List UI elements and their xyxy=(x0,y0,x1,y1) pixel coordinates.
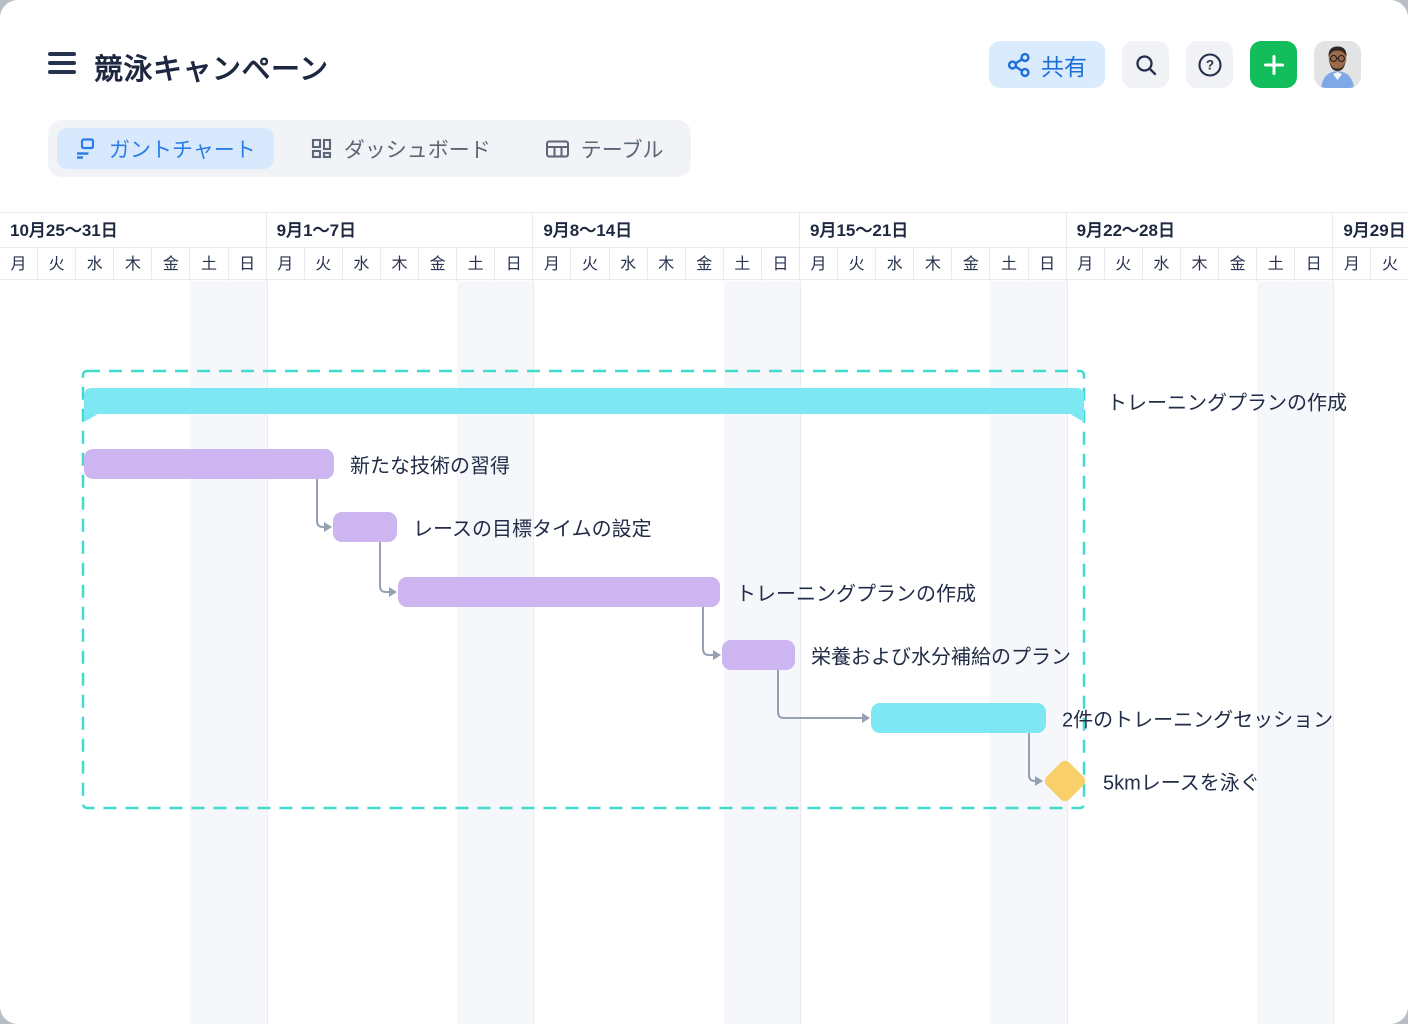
tab-dashboard[interactable]: ダッシュボード xyxy=(292,128,509,169)
day-header-cell: 水 xyxy=(609,247,648,281)
day-header-cell: 木 xyxy=(380,247,420,281)
add-button[interactable] xyxy=(1250,41,1297,88)
day-header-cell: 火 xyxy=(1104,247,1143,281)
day-header-cell: 月 xyxy=(266,247,305,281)
task-bar[interactable] xyxy=(722,640,795,670)
day-header-cell: 月 xyxy=(533,247,572,281)
tab-table[interactable]: テーブル xyxy=(527,128,682,169)
task-bar[interactable] xyxy=(84,449,334,479)
search-button[interactable] xyxy=(1122,41,1169,88)
share-button[interactable]: 共有 xyxy=(989,41,1105,88)
day-header-cell: 日 xyxy=(1028,247,1067,281)
share-button-label: 共有 xyxy=(1041,53,1087,80)
week-header-cell: 9月15〜21日 xyxy=(800,213,1067,247)
day-header-cell: 火 xyxy=(38,247,77,281)
day-header-cell: 土 xyxy=(1257,247,1296,281)
week-header-cell: 10月25〜31日 xyxy=(0,213,267,247)
weekend-band xyxy=(1257,281,1334,1024)
view-tabs: ガントチャート ダッシュボード xyxy=(48,120,691,177)
day-header-cell: 木 xyxy=(914,247,953,281)
week-header-cell: 9月8〜14日 xyxy=(533,213,800,247)
tab-gantt-chart[interactable]: ガントチャート xyxy=(57,128,274,169)
share-icon xyxy=(1007,52,1031,78)
day-header-cell: 日 xyxy=(1295,247,1334,281)
task-bar[interactable] xyxy=(398,577,720,607)
day-header-cell: 月 xyxy=(800,247,839,281)
day-header-cell: 日 xyxy=(228,247,267,281)
day-header-cell: 木 xyxy=(114,247,153,281)
day-header-cell: 火 xyxy=(571,247,610,281)
day-header-cell: 月 xyxy=(0,247,39,281)
week-header-cell: 9月22〜28日 xyxy=(1067,213,1334,247)
day-header-cell: 火 xyxy=(838,247,877,281)
day-header-cell: 月 xyxy=(1333,247,1372,281)
day-header-cell: 土 xyxy=(990,247,1029,281)
day-header-cell: 水 xyxy=(76,247,115,281)
day-header-cell: 水 xyxy=(1142,247,1181,281)
tab-dashboard-label: ダッシュボード xyxy=(343,138,491,162)
day-header-cell: 火 xyxy=(304,247,343,281)
day-header-cell: 水 xyxy=(876,247,915,281)
header-actions: 共有 ? xyxy=(989,41,1361,88)
day-header-cell: 木 xyxy=(1180,247,1220,281)
day-header-cell: 土 xyxy=(457,247,496,281)
day-header-cell: 金 xyxy=(152,247,191,281)
task-bar[interactable] xyxy=(871,703,1046,733)
week-header-cell: 9月29日 xyxy=(1333,213,1408,247)
help-icon: ? xyxy=(1197,52,1223,78)
tab-table-label: テーブル xyxy=(580,138,664,162)
day-header-cell: 木 xyxy=(647,247,686,281)
plus-icon xyxy=(1263,54,1285,76)
svg-text:?: ? xyxy=(1205,57,1213,72)
day-header-cell: 日 xyxy=(495,247,534,281)
day-header-cell: 日 xyxy=(761,247,800,281)
help-button[interactable]: ? xyxy=(1186,41,1233,88)
tab-gantt-label: ガントチャート xyxy=(109,138,256,162)
week-header-cell: 9月1〜7日 xyxy=(267,213,534,247)
avatar[interactable] xyxy=(1314,41,1361,88)
day-header-cell: 月 xyxy=(1066,247,1105,281)
hamburger-menu-icon[interactable] xyxy=(48,52,76,76)
day-header-cell: 火 xyxy=(1371,247,1408,281)
day-header-cell: 土 xyxy=(723,247,762,281)
summary-bar[interactable] xyxy=(84,388,1084,422)
dashboard-icon xyxy=(310,137,333,160)
week-gridline xyxy=(1333,281,1335,1024)
day-header-cell: 土 xyxy=(190,247,229,281)
day-header-cell: 金 xyxy=(685,247,724,281)
day-header-cell: 金 xyxy=(419,247,458,281)
gantt-chart-icon xyxy=(75,137,98,160)
day-header-cell: 金 xyxy=(1219,247,1258,281)
app-header: 競泳キャンペーン 共有 xyxy=(0,0,1408,112)
task-bar[interactable] xyxy=(333,512,397,542)
page-title: 競泳キャンペーン xyxy=(94,54,329,86)
day-header-cell: 金 xyxy=(952,247,991,281)
day-header-cell: 水 xyxy=(342,247,381,281)
search-icon xyxy=(1134,53,1158,77)
table-icon xyxy=(545,138,570,160)
